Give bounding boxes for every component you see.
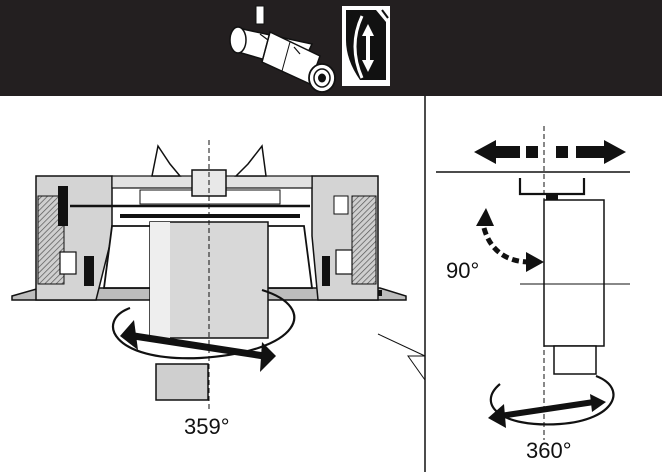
right-tilt-label: 90°: [446, 258, 479, 283]
track-slide-arrow: [474, 140, 626, 164]
rotate-swivel-icon: [342, 6, 390, 86]
left-rotation-label: 359°: [184, 414, 230, 439]
rotation-arrow-359: [112, 288, 296, 372]
detail-leader: [377, 333, 426, 381]
tilt-arrow-90: [476, 208, 544, 272]
detail-view: [436, 126, 630, 440]
spotlight-side-icon: [229, 5, 336, 93]
right-rotation-label: 360°: [526, 438, 572, 463]
detail-lamp-body: [543, 199, 605, 347]
rotation-arrow-360: [488, 374, 615, 428]
